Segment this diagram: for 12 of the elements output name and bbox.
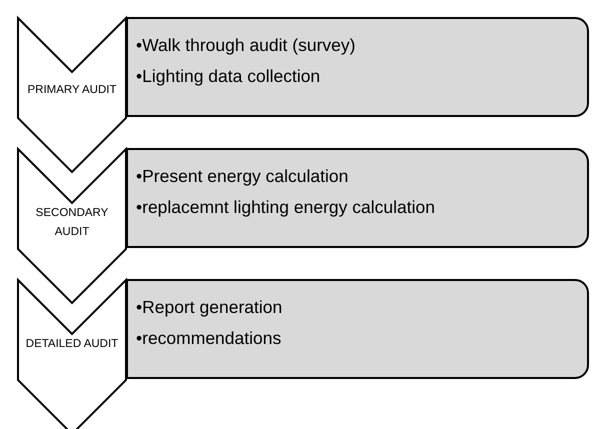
step-panel <box>126 279 589 379</box>
step-label: SECONDARY AUDIT <box>34 206 110 240</box>
bullet-item: •recommendations <box>136 327 282 350</box>
step-panel <box>126 148 589 248</box>
bullet-item: •Walk through audit (survey) <box>136 34 356 57</box>
step-label: PRIMARY AUDIT <box>26 83 118 98</box>
bullet-item: •Report generation <box>136 296 284 319</box>
step-panel <box>126 17 589 117</box>
bullet-item: •Present energy calculation <box>136 165 350 188</box>
bullet-item: •Lighting data collection <box>136 65 322 88</box>
step-label: DETAILED AUDIT <box>24 337 120 352</box>
bullet-item: •replacemnt lighting energy calculation <box>136 196 436 219</box>
